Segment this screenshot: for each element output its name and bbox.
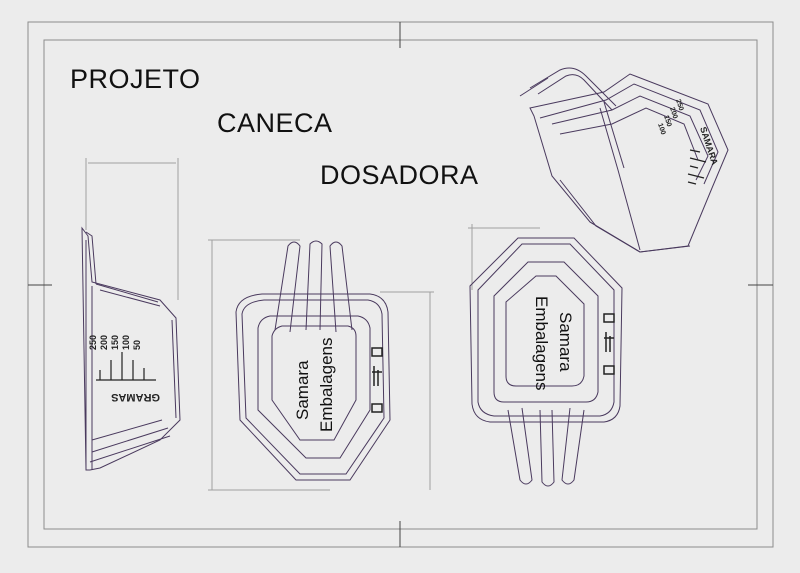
scale-mark-label: 250 <box>88 335 98 350</box>
cup-scale-mark: 200 <box>668 106 678 119</box>
top-view-right-brand: Samara Embalagens <box>532 296 575 391</box>
cup-scale-mark: 100 <box>656 122 666 135</box>
cup-scale-mark: 150 <box>662 114 672 127</box>
scale-mark-label: 150 <box>110 335 120 350</box>
outer-border <box>27 21 774 548</box>
brand-line-1: Samara <box>293 360 312 420</box>
brand-line-2: Embalagens <box>317 337 336 432</box>
cup-scale-mark: 250 <box>674 98 684 111</box>
inner-border <box>43 39 758 530</box>
title-line-2: CANECA <box>217 108 333 138</box>
top-view-left <box>208 239 434 491</box>
centering-marks <box>28 22 773 547</box>
side-view-scale-labels: 250 200 150 100 50 GRAMAS <box>88 335 160 403</box>
scale-mark-label: 200 <box>99 335 109 350</box>
scale-mark-label: 50 <box>132 340 142 350</box>
title-line-3: DOSADORA <box>320 160 479 190</box>
scale-unit-label: GRAMAS <box>111 391 160 403</box>
side-view <box>81 158 181 471</box>
title-line-1: PROJETO <box>70 64 201 94</box>
isometric-view <box>519 67 729 253</box>
brand-line-1-rotated: Samara <box>556 312 575 372</box>
top-view-right <box>468 224 623 487</box>
top-view-left-brand: Samara Embalagens <box>293 337 336 432</box>
brand-line-2-rotated: Embalagens <box>532 296 551 391</box>
scale-mark-label: 100 <box>121 335 131 350</box>
